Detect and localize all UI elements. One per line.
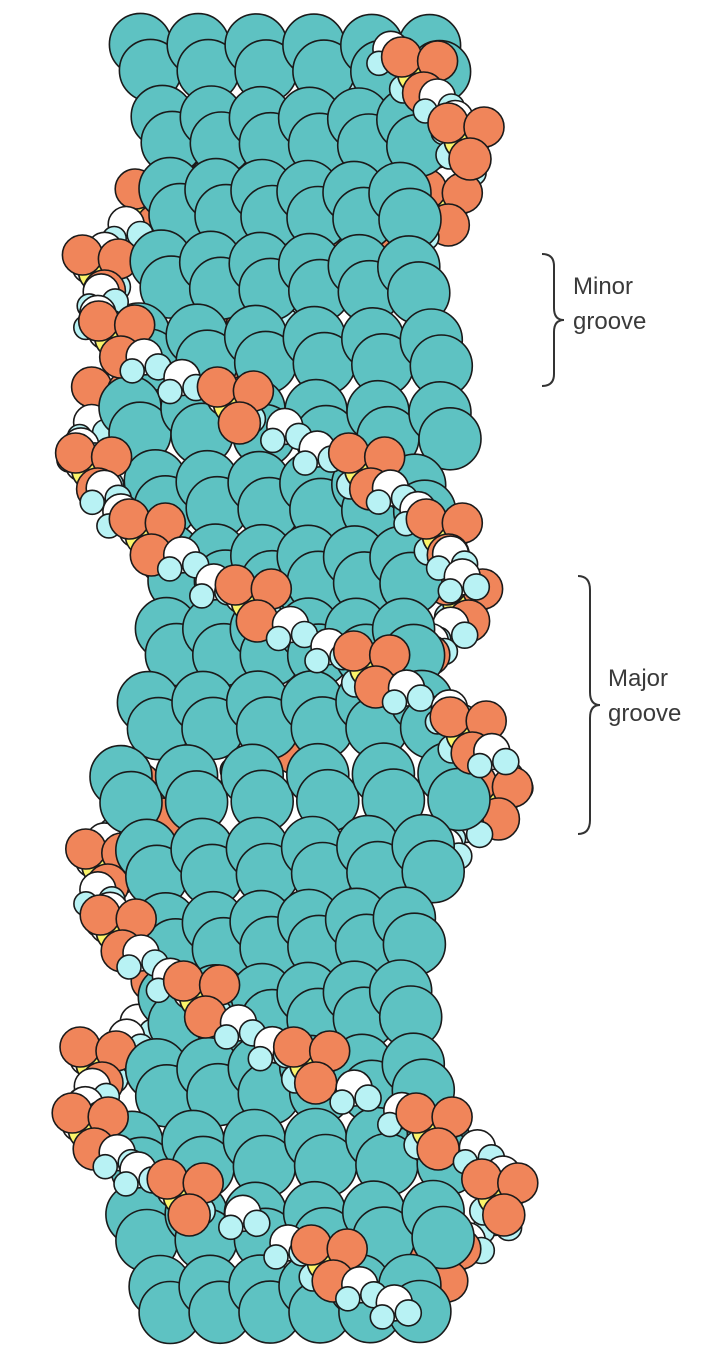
oxygen-atom (147, 1159, 187, 1199)
oxygen-atom (334, 631, 374, 671)
hydrogen-atom (248, 1047, 272, 1071)
hydrogen-atom (330, 1090, 354, 1114)
hydrogen-atom (158, 557, 182, 581)
hydrogen-atom (395, 1300, 421, 1326)
hydrogen-atom (244, 1210, 270, 1236)
oxygen-atom (406, 499, 446, 539)
base-pair-row (139, 158, 441, 251)
hydrogen-atom (438, 579, 462, 603)
minor-groove-label: Minor groove (573, 270, 646, 340)
minor-groove-label-line2: groove (573, 305, 646, 340)
hydrogen-atom (408, 685, 434, 711)
oxygen-atom (79, 301, 119, 341)
hydrogen-atom (93, 1155, 117, 1179)
oxygen-atom (109, 499, 149, 539)
oxygen-atom (164, 961, 204, 1001)
oxygen-atom (168, 1194, 210, 1236)
hydrogen-atom (120, 359, 144, 383)
hydrogen-atom (463, 574, 489, 600)
major-groove-label-line1: Major (608, 662, 681, 697)
oxygen-atom (449, 138, 491, 180)
oxygen-atom (382, 37, 422, 77)
oxygen-atom (60, 1027, 100, 1067)
minor-groove-bracket (538, 252, 568, 388)
oxygen-atom (197, 367, 237, 407)
hydrogen-atom (158, 380, 182, 404)
oxygen-atom (66, 829, 106, 869)
hydrogen-atom (293, 451, 317, 475)
hydrogen-atom (493, 749, 519, 775)
oxygen-atom (428, 103, 468, 143)
hydrogen-atom (355, 1085, 381, 1111)
oxygen-atom (291, 1225, 331, 1265)
major-groove-label-line2: groove (608, 697, 681, 732)
hydrogen-atom (190, 584, 214, 608)
hydrogen-atom (264, 1245, 288, 1269)
hydrogen-atom (305, 649, 329, 673)
hydrogen-atom (267, 627, 291, 651)
hydrogen-atom (468, 754, 492, 778)
oxygen-atom (396, 1093, 436, 1133)
oxygen-atom (62, 235, 102, 275)
hydrogen-atom (117, 955, 141, 979)
hydrogen-atom (336, 1287, 360, 1311)
oxygen-atom (56, 433, 96, 473)
hydrogen-atom (261, 428, 285, 452)
oxygen-atom (329, 433, 369, 473)
oxygen-atom (215, 565, 255, 605)
oxygen-atom (52, 1093, 92, 1133)
oxygen-atom (218, 402, 260, 444)
minor-groove-label-line1: Minor (573, 270, 646, 305)
hydrogen-atom (80, 490, 104, 514)
hydrogen-atom (215, 1025, 239, 1049)
oxygen-atom (80, 895, 120, 935)
oxygen-atom (462, 1159, 502, 1199)
oxygen-atom (483, 1194, 525, 1236)
hydrogen-atom (219, 1215, 243, 1239)
hydrogen-atom (367, 490, 391, 514)
hydrogen-atom (370, 1305, 394, 1329)
major-groove-label: Major groove (608, 662, 681, 732)
hydrogen-atom (114, 1172, 138, 1196)
oxygen-atom (274, 1027, 314, 1067)
major-groove-bracket (574, 574, 604, 836)
hydrogen-atom (383, 690, 407, 714)
oxygen-atom (430, 697, 470, 737)
